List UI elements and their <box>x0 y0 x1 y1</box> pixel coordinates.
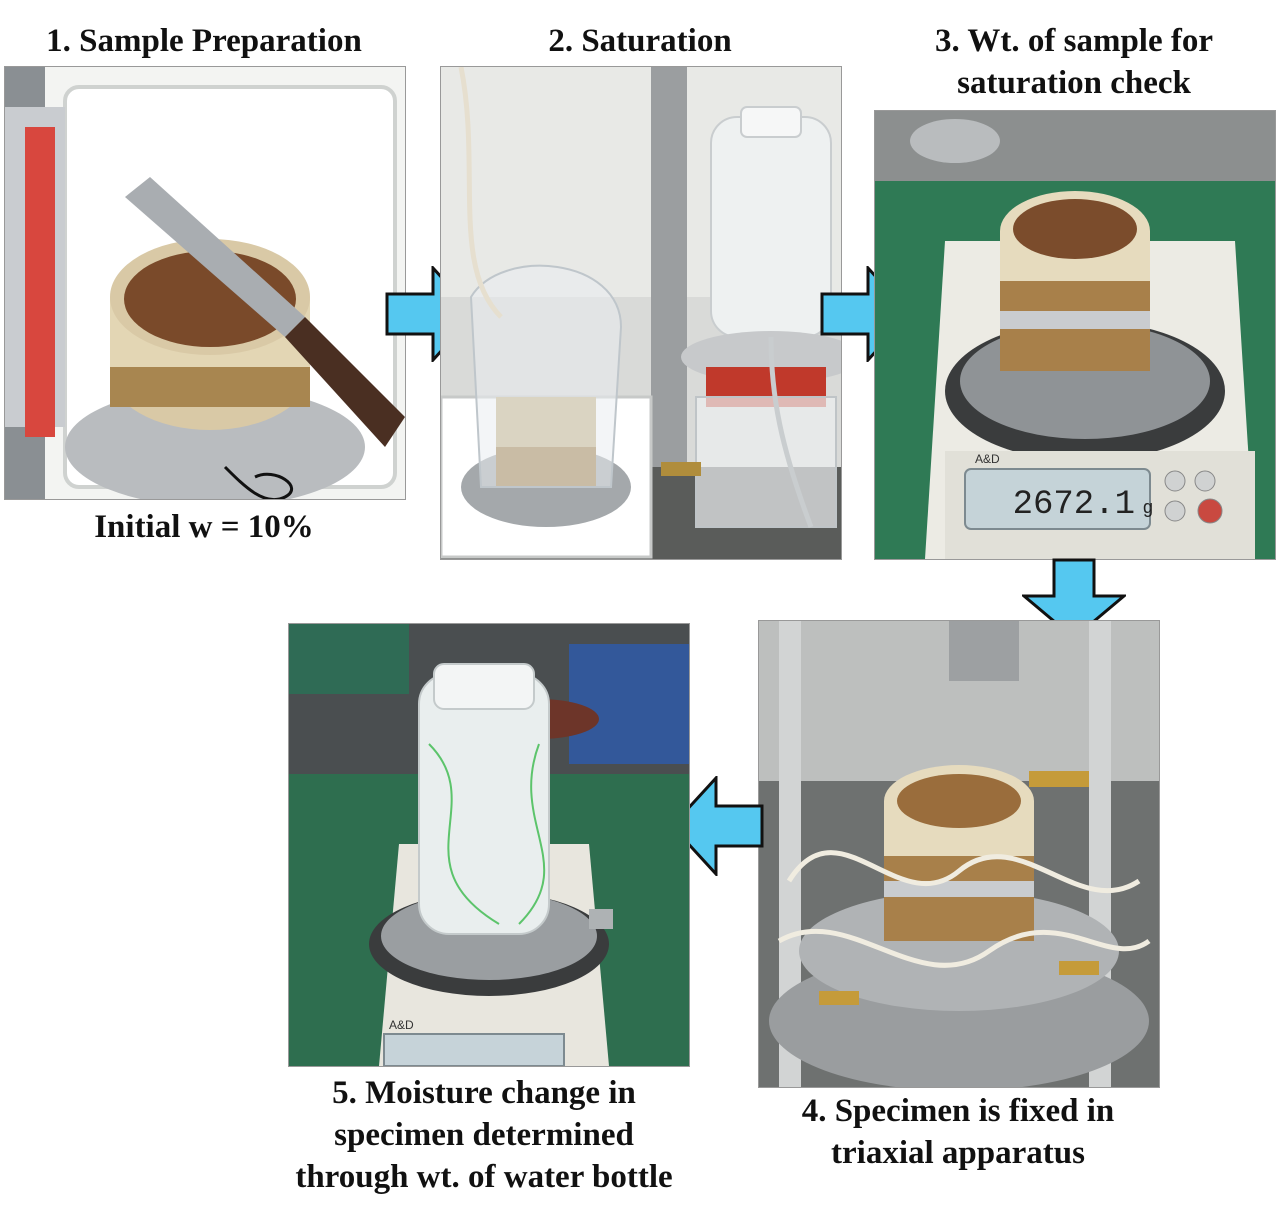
step-1-title: 1. Sample Preparation <box>4 20 404 62</box>
step-4-number: 4. <box>801 1093 827 1129</box>
step-1-title-text: Sample Preparation <box>79 23 362 59</box>
step-3-photo: 2672.1 g A&D <box>874 110 1276 560</box>
step-2-title: 2. Saturation <box>440 20 840 62</box>
step-3-number: 3. <box>934 23 960 59</box>
step-5-photo: A&D <box>288 623 690 1067</box>
step-5-title: 5. Moisture change in specimen determine… <box>244 1072 724 1198</box>
scale-brand-3: A&D <box>975 452 1000 466</box>
step-2-photo <box>440 66 842 560</box>
step-1-photo <box>4 66 406 500</box>
step-3-title-line-1: 3. Wt. of sample for <box>934 23 1214 59</box>
scale-brand-5: A&D <box>389 1018 414 1032</box>
scale-reading-3: 2672.1 <box>1013 486 1135 524</box>
step-2-number: 2. <box>548 23 574 59</box>
arrow-left-icon <box>670 776 764 876</box>
step-1-number: 1. <box>46 23 71 59</box>
step-4-title-line-1: 4. Specimen is fixed in <box>801 1093 1115 1129</box>
step-4-photo <box>758 620 1160 1088</box>
step-5-number: 5. <box>332 1075 357 1111</box>
step-5-title-line-1: 5. Moisture change in <box>332 1075 636 1111</box>
step-5-title-line-3: through wt. of water bottle <box>295 1159 673 1195</box>
step-1-caption: Initial w = 10% <box>94 509 314 545</box>
scale-unit-3: g <box>1143 497 1153 517</box>
step-3-title: 3. Wt. of sample for saturation check <box>874 20 1274 104</box>
step-4-title: 4. Specimen is fixed in triaxial apparat… <box>758 1090 1158 1174</box>
step-3-title-line-2: saturation check <box>957 65 1191 101</box>
step-5-title-line-2: specimen determined <box>334 1117 634 1153</box>
step-2-title-text: Saturation <box>581 23 732 59</box>
step-4-title-line-2: triaxial apparatus <box>831 1135 1085 1171</box>
arrow-down-icon <box>1022 558 1126 640</box>
